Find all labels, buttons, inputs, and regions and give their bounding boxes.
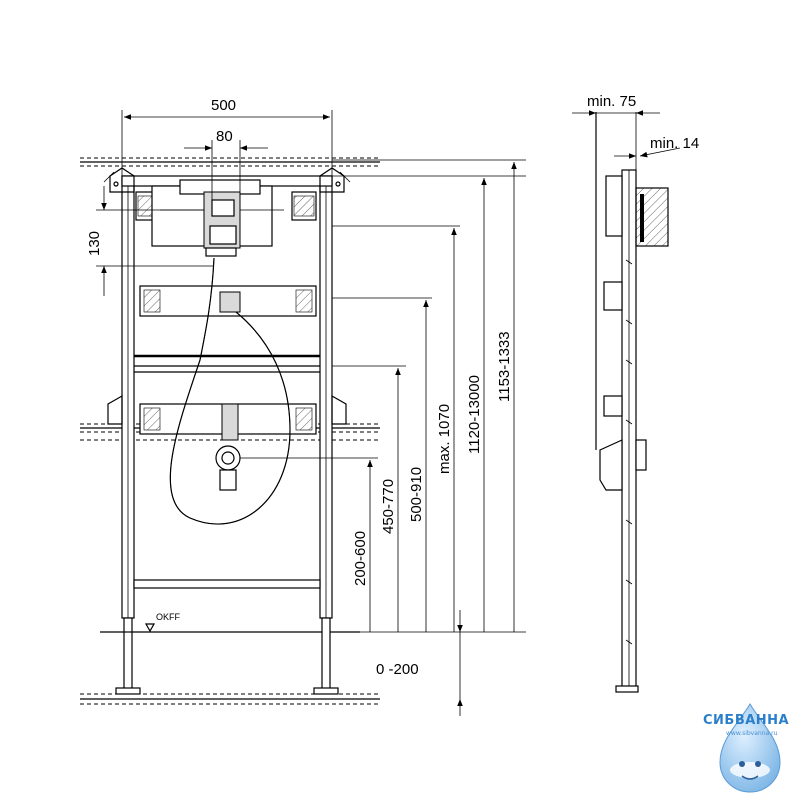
dim-label-0-200: 0 -200 <box>376 661 419 678</box>
outlet-siphon <box>215 403 241 491</box>
side-profile-marks <box>625 259 633 645</box>
dim-min-75: min. 75 <box>572 93 660 116</box>
vertical-dimensions: 200-600 450-770 500-910 max. 1070 1120-1… <box>240 159 526 633</box>
dim-min-14: min. 14 <box>614 135 699 159</box>
dim-label-max-1070: max. 1070 <box>436 404 453 474</box>
dim-label-min-75: min. 75 <box>587 93 636 110</box>
dim-label-min-14: min. 14 <box>650 135 699 152</box>
dim-label-500-910: 500-910 <box>408 467 425 522</box>
sibvanna-logo <box>719 703 781 793</box>
front-view: 500 80 130 <box>80 97 526 716</box>
frame-feet <box>115 617 339 695</box>
valve-housing <box>151 179 284 257</box>
dim-width-500: 500 <box>121 97 333 176</box>
dim-height-130: 130 <box>86 186 214 296</box>
middle-rail <box>134 354 320 373</box>
dim-floor-0-200: 0 -200 <box>376 610 463 716</box>
upper-cross-plate <box>139 285 317 317</box>
frame-left-post <box>121 175 135 619</box>
frame-right-post <box>319 175 333 619</box>
frame-bottom-bar <box>133 579 321 589</box>
okff-marker: OKFF <box>144 612 181 633</box>
dim-label-200-600: 200-600 <box>352 531 369 586</box>
top-brackets <box>103 167 351 193</box>
side-view: min. 75 min. 14 <box>572 93 699 693</box>
side-siphon <box>599 439 623 491</box>
logo-url: www.sibvanna.ru <box>726 730 778 737</box>
dim-label-1120: 1120-13000 <box>466 375 483 454</box>
logo-name: СИБВАННА <box>703 713 790 728</box>
dim-label-450-770: 450-770 <box>380 479 397 534</box>
dim-label-1153: 1153-1333 <box>496 331 513 402</box>
dim-width-80: 80 <box>184 128 268 200</box>
top-wall-hatch <box>80 157 380 167</box>
dim-label-500: 500 <box>211 97 236 114</box>
okff-label: OKFF <box>156 612 181 622</box>
dim-label-80: 80 <box>216 128 233 145</box>
side-clips <box>107 394 347 425</box>
dim-label-130: 130 <box>86 231 103 256</box>
